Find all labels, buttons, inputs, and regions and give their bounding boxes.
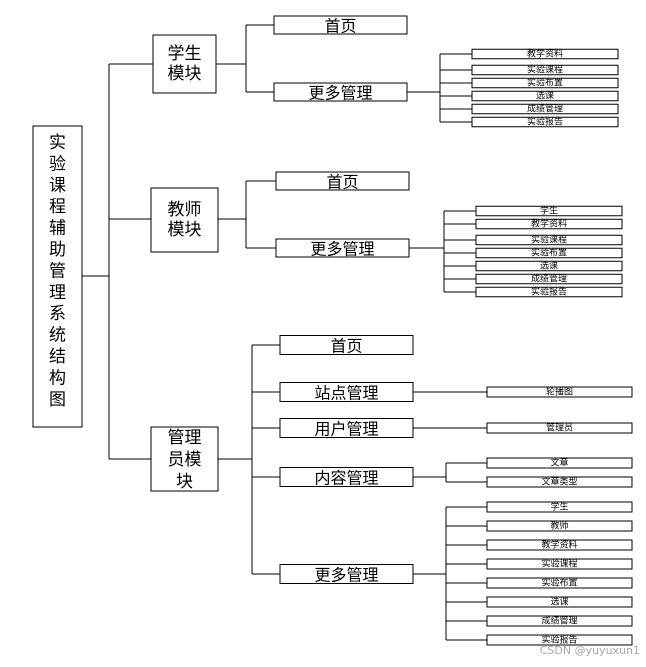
leaf-label: 教学资料 (527, 48, 563, 60)
leaf-node (486, 615, 633, 627)
root-label-char: 实 (49, 133, 66, 153)
branch-node (275, 171, 410, 191)
root-label-char: 验 (49, 154, 66, 174)
leaf-label: 文章类型 (541, 476, 577, 488)
leaf-node (486, 596, 633, 608)
branch-label: 首页 (326, 173, 358, 192)
leaf-node (486, 476, 633, 488)
branch-node (273, 15, 408, 35)
branch-label: 用户管理 (314, 420, 378, 439)
module-label: 管理 (168, 428, 202, 448)
module-label: 员模 (168, 450, 202, 470)
root-label-char: 构 (49, 368, 66, 388)
module-label: 学生 (168, 44, 202, 64)
leaf-label: 实验课程 (541, 558, 577, 570)
root-label-char: 理 (49, 283, 66, 303)
root-label-char: 管 (49, 261, 66, 281)
branch-label: 首页 (330, 337, 362, 356)
leaf-node (475, 247, 623, 259)
leaf-label: 成绩管理 (527, 103, 563, 115)
module-node (150, 426, 219, 492)
branch-node (279, 467, 414, 487)
leaf-node (475, 260, 623, 272)
leaf-label: 教师 (550, 520, 568, 532)
leaf-label: 实验布置 (541, 577, 577, 589)
leaf-node (471, 90, 619, 102)
diagram-nodes: 实验课程辅助管理系统结构图学生模块首页更多管理教学资料实验课程实验布置选课成绩管… (32, 15, 633, 646)
leaf-node (471, 48, 619, 60)
branch-node (279, 335, 414, 355)
leaf-label: 选课 (550, 596, 568, 608)
watermark: CSDN @yuyuxun1 (540, 644, 640, 657)
root-label-char: 程 (49, 197, 66, 217)
root-label-char: 助 (49, 240, 66, 260)
branch-node (279, 564, 414, 584)
leaf-label: 成绩管理 (541, 615, 577, 627)
branch-label: 首页 (324, 17, 356, 36)
module-label: 模块 (168, 220, 202, 240)
root-node (32, 125, 83, 428)
leaf-label: 实验课程 (531, 234, 567, 246)
branch-label: 更多管理 (310, 240, 374, 259)
root-label-char: 课 (49, 176, 66, 196)
leaf-node (486, 634, 633, 646)
leaf-node (486, 386, 633, 398)
leaf-node (486, 577, 633, 589)
leaf-node (471, 64, 619, 76)
root-label-char: 系 (49, 304, 66, 324)
leaf-label: 实验报告 (527, 116, 563, 128)
connector-lines (82, 24, 487, 641)
branch-label: 内容管理 (314, 469, 378, 488)
leaf-node (486, 539, 633, 551)
leaf-label: 学生 (550, 501, 568, 513)
leaf-node (475, 273, 623, 285)
module-label: 模块 (168, 64, 202, 84)
module-node (150, 187, 219, 253)
branch-node (279, 382, 414, 402)
leaf-node (486, 558, 633, 570)
leaf-label: 轮播图 (546, 386, 573, 398)
branch-node (273, 82, 408, 102)
root-label-char: 结 (49, 347, 66, 367)
leaf-node (475, 234, 623, 246)
module-node (152, 34, 217, 94)
branch-node (279, 418, 414, 438)
root-label-char: 图 (49, 390, 66, 410)
leaf-label: 文章 (550, 457, 568, 469)
leaf-node (486, 520, 633, 532)
leaf-label: 成绩管理 (531, 273, 567, 285)
root-label-char: 统 (49, 326, 66, 346)
module-label: 块 (176, 472, 193, 492)
leaf-label: 实验布置 (527, 77, 563, 89)
leaf-node (486, 457, 633, 469)
branch-node (275, 238, 410, 258)
branch-label: 站点管理 (314, 384, 378, 403)
leaf-node (471, 77, 619, 89)
leaf-label: 教学资料 (531, 218, 567, 230)
leaf-label: 选课 (536, 90, 554, 102)
leaf-node (475, 286, 623, 298)
leaf-label: 管理员 (546, 422, 573, 434)
module-label: 教师 (168, 200, 202, 220)
leaf-label: 实验布置 (531, 247, 567, 259)
leaf-node (475, 218, 623, 230)
leaf-label: 实验报告 (531, 286, 567, 298)
leaf-label: 教学资料 (541, 539, 577, 551)
branch-label: 更多管理 (308, 84, 372, 103)
leaf-node (471, 103, 619, 115)
leaf-label: 实验报告 (541, 634, 577, 646)
leaf-node (486, 422, 633, 434)
leaf-node (471, 116, 619, 128)
leaf-label: 学生 (540, 205, 558, 217)
leaf-label: 实验课程 (527, 64, 563, 76)
leaf-label: 选课 (540, 260, 558, 272)
branch-label: 更多管理 (314, 566, 378, 585)
root-label-char: 辅 (49, 219, 66, 239)
leaf-node (475, 205, 623, 217)
leaf-node (486, 501, 633, 513)
